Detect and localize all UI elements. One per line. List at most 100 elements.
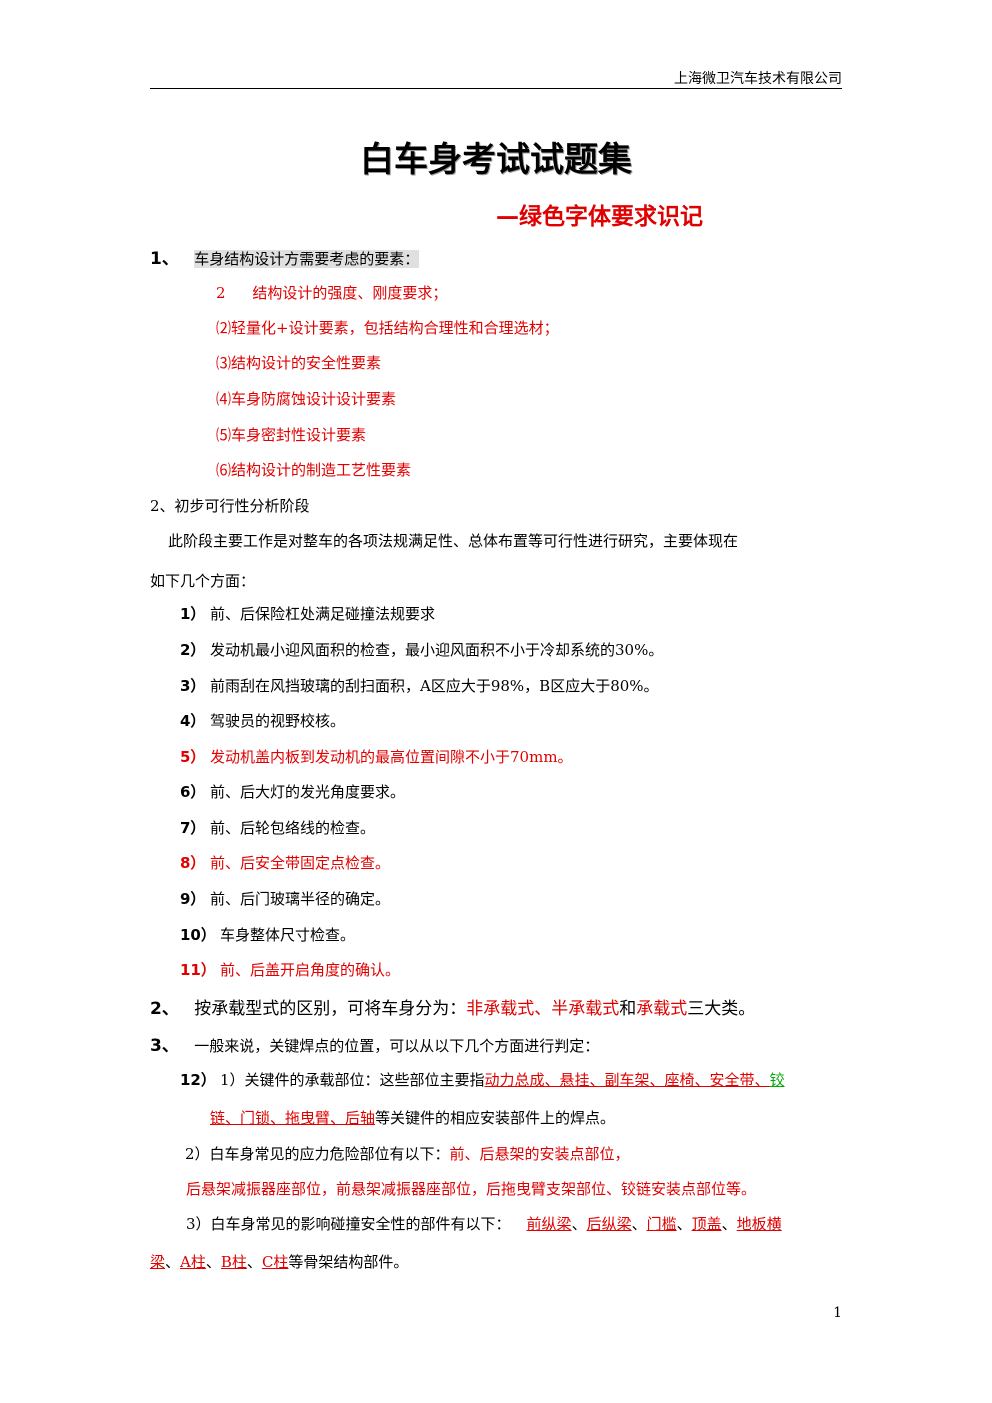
q4-point-3-part: 顶盖 (691, 1215, 722, 1233)
q4-point-3-part: 前纵梁 (526, 1215, 572, 1233)
q4-point-3-part: 门槛 (646, 1215, 677, 1233)
q2-item-number: 6） (180, 783, 206, 801)
page-number: 1 (833, 1305, 842, 1321)
q1-item-mark: ⑶ (216, 354, 232, 372)
q2-item-text: 前、后盖开启角度的确认。 (220, 961, 401, 979)
q1-text: 车身结构设计方需要考虑的要素： (194, 250, 420, 268)
q4-point-3-tail: 等骨架结构部件。 (288, 1253, 409, 1271)
q4-point-1-cont: 链、门锁、拖曳臂、后轴等关键件的相应安装部件上的焊点。 (210, 1107, 615, 1128)
q4-point-2-lead: 2）白车身常见的应力危险部位有以下： (185, 1145, 450, 1163)
q3-term-bearing: 承载式 (636, 999, 688, 1019)
q1-line: 1、 车身结构设计方需要考虑的要素： (150, 244, 420, 269)
q4-point-3-part: A柱 (180, 1253, 206, 1271)
q2-paragraph-line: 如下几个方面： (150, 572, 256, 590)
q2-item-text: 前、后大灯的发光角度要求。 (210, 783, 406, 801)
q4-text: 一般来说，关键焊点的位置，可以从以下几个方面进行判定： (194, 1037, 600, 1055)
q2-item-number: 10） (180, 926, 216, 944)
q2-heading: 2、初步可行性分析阶段 (150, 497, 310, 515)
page-subtitle: —绿色字体要求识记 (496, 204, 703, 230)
q4-point-3-part: C柱 (261, 1253, 289, 1271)
q1-number: 1、 (150, 249, 179, 269)
separator: 、 (571, 1215, 587, 1233)
q2-item-text: 发动机盖内板到发动机的最高位置间隙不小于70mm。 (210, 748, 573, 766)
q3-number: 2、 (150, 999, 179, 1019)
separator: 、 (205, 1253, 221, 1271)
q4-point-3-part: 梁 (150, 1253, 166, 1271)
q2-item: 2）发动机最小迎风面积的检查，最小迎风面积不小于冷却系统的30%。 (180, 639, 663, 660)
q4-point-1-parts-2: 链、门锁、拖曳臂、后轴 (210, 1109, 376, 1127)
q2-item: 4）驾驶员的视野校核。 (180, 710, 345, 731)
q1-item: ⑹结构设计的制造工艺性要素 (216, 459, 411, 480)
q4-point-2-cont: 后悬架减振器座部位，前悬架减振器座部位，后拖曳臂支架部位、铰链安装点部位等。 (186, 1180, 757, 1198)
q4-number: 3、 (150, 1036, 179, 1056)
q4-point-1-parts: 动力总成、悬挂、副车架、座椅、安全带、 (484, 1071, 770, 1089)
q1-item-text: 轻量化+设计要素，包括结构合理性和合理选材； (231, 319, 559, 337)
q2-paragraph-line: 此阶段主要工作是对整车的各项法规满足性、总体布置等可行性进行研究，主要体现在 (168, 532, 739, 550)
q3-line: 2、 按承载型式的区别，可将车身分为：非承载式、半承载式和承载式三大类。 (150, 994, 755, 1019)
q2-item: 10）车身整体尺寸检查。 (180, 924, 355, 945)
q2-item: 7）前、后轮包络线的检查。 (180, 817, 375, 838)
q1-item: ⑷车身防腐蚀设计设计要素 (216, 388, 396, 409)
q2-item-number: 4） (180, 712, 206, 730)
q4-point-1: 12）1）关键件的承载部位：这些部位主要指动力总成、悬挂、副车架、座椅、安全带、… (180, 1069, 785, 1090)
q2-item-number: 11） (180, 961, 216, 979)
q2-item: 3）前雨刮在风挡玻璃的刮扫面积，A区应大于98%，B区应大于80%。 (180, 675, 659, 696)
q2-item: 5）发动机盖内板到发动机的最高位置间隙不小于70mm。 (180, 746, 573, 767)
q2-item-number: 3） (180, 677, 206, 695)
q4-point-3-part: 后纵梁 (586, 1215, 632, 1233)
separator: 、 (631, 1215, 647, 1233)
header-rule (150, 88, 842, 89)
q2-item-text: 驾驶员的视野校核。 (210, 712, 346, 730)
q1-item-text: 结构设计的制造工艺性要素 (231, 461, 412, 479)
q3-connector: 和 (619, 999, 637, 1019)
separator: 、 (721, 1215, 737, 1233)
separator: 、 (246, 1253, 262, 1271)
q2-item-number: 9） (180, 890, 206, 908)
q4-point-3-part: B柱 (220, 1253, 247, 1271)
q4-point-1-hinge: 铰 (769, 1071, 785, 1089)
q4-point-1-tail: 等关键件的相应安装部件上的焊点。 (375, 1109, 616, 1127)
q1-item-mark: ⑸ (216, 426, 232, 444)
q2-item: 8）前、后安全带固定点检查。 (180, 852, 390, 873)
q2-item: 11）前、后盖开启角度的确认。 (180, 959, 400, 980)
q1-item: ⑵轻量化+设计要素，包括结构合理性和合理选材； (216, 317, 559, 338)
q2-item-text: 前雨刮在风挡玻璃的刮扫面积，A区应大于98%，B区应大于80%。 (210, 677, 659, 695)
q3-prefix: 按承载型式的区别，可将车身分为： (194, 999, 467, 1019)
q2-item-number: 7） (180, 819, 206, 837)
q2-item-number: 5） (180, 748, 206, 766)
q2-item-text: 前、后安全带固定点检查。 (210, 854, 391, 872)
q1-item: 2 结构设计的强度、刚度要求； (216, 282, 447, 303)
q4-point-3-lead: 3）白车身常见的影响碰撞安全性的部件有以下： (186, 1215, 511, 1233)
q1-item-text: 结构设计的安全性要素 (231, 354, 382, 372)
q2-item-text: 发动机最小迎风面积的检查，最小迎风面积不小于冷却系统的30%。 (210, 641, 664, 659)
q2-item-text: 前、后门玻璃半径的确定。 (210, 890, 391, 908)
separator: 、 (676, 1215, 692, 1233)
q2-item-number: 8） (180, 854, 206, 872)
q2-item-text: 前、后保险杠处满足碰撞法规要求 (210, 605, 436, 623)
q1-item-mark: ⑹ (216, 461, 232, 479)
q2-item: 6）前、后大灯的发光角度要求。 (180, 781, 405, 802)
q1-item-text: 车身防腐蚀设计设计要素 (231, 390, 397, 408)
q2-item-text: 前、后轮包络线的检查。 (210, 819, 376, 837)
q1-item: ⑶结构设计的安全性要素 (216, 352, 381, 373)
q4-point-1-number: 12） (180, 1071, 216, 1089)
q3-term-nonbearing: 非承载式、半承载式 (466, 999, 620, 1019)
q2-item: 9）前、后门玻璃半径的确定。 (180, 888, 390, 909)
q1-item-mark: 2 (216, 284, 226, 302)
q4-line: 3、 一般来说，关键焊点的位置，可以从以下几个方面进行判定： (150, 1031, 599, 1056)
q1-item-mark: ⑵ (216, 319, 232, 337)
header-company: 上海微卫汽车技术有限公司 (674, 71, 842, 87)
q1-item-text: 车身密封性设计要素 (231, 426, 367, 444)
page-title: 白车身考试试题集 (360, 140, 632, 180)
q2-item: 1）前、后保险杠处满足碰撞法规要求 (180, 603, 435, 624)
q4-point-3: 3）白车身常见的影响碰撞安全性的部件有以下：前纵梁、后纵梁、门槛、顶盖、地板横 (186, 1213, 782, 1234)
q4-point-1-lead: 1）关键件的承载部位：这些部位主要指 (220, 1071, 485, 1089)
separator: 、 (165, 1253, 181, 1271)
q4-point-2-parts: 前、后悬架的安装点部位， (449, 1145, 630, 1163)
q1-item-text: 结构设计的强度、刚度要求； (252, 284, 448, 302)
q1-item: ⑸车身密封性设计要素 (216, 424, 366, 445)
q2-item-text: 车身整体尺寸检查。 (220, 926, 356, 944)
q4-point-3-cont: 梁、A柱、B柱、C柱等骨架结构部件。 (150, 1251, 408, 1272)
q2-item-number: 1） (180, 605, 206, 623)
